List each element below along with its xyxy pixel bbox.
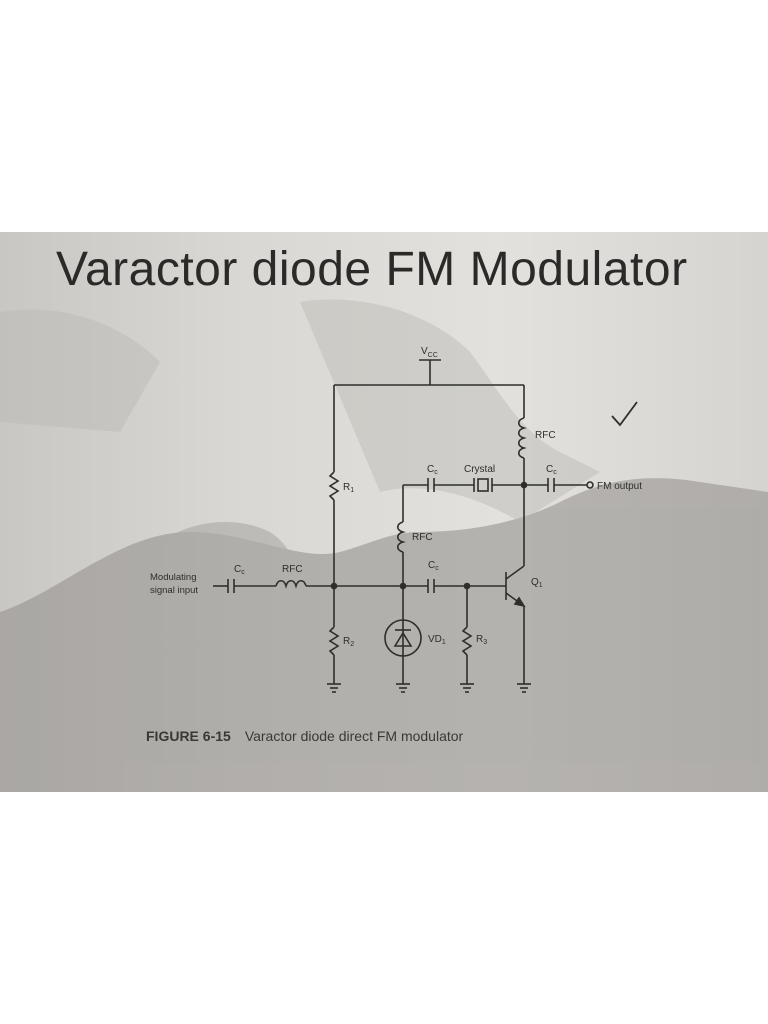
page-title: Varactor diode FM Modulator [56, 243, 688, 296]
cc-mid-label: Cc [427, 464, 438, 476]
figure-number: FIGURE 6-15 [146, 728, 231, 744]
circuit-diagram: VCC RFC Cc Crystal Cc FM output R1 RFC C… [0, 299, 768, 792]
inductor-rfc-in [275, 579, 307, 589]
resistor-r2 [328, 626, 340, 656]
rfc-in-label: RFC [282, 564, 303, 575]
inductor-rfc-top [517, 417, 527, 459]
rfc-mid-label: RFC [412, 532, 433, 543]
crystal-label: Crystal [464, 464, 495, 475]
modulating-label-2: signal input [150, 585, 198, 596]
r1-label: R1 [343, 482, 354, 494]
vd1-label: VD1 [428, 634, 446, 646]
light-shadow [0, 299, 600, 522]
figure-caption-text: Varactor diode direct FM modulator [244, 728, 464, 744]
r3-label: R3 [476, 634, 487, 646]
inductor-rfc-mid [396, 521, 406, 553]
hand-shadow [0, 478, 768, 792]
vcc-label: VCC [421, 346, 438, 359]
r2-label: R2 [343, 636, 354, 648]
cc-out-label: Cc [546, 464, 557, 476]
transistor-collector [505, 565, 525, 580]
fm-output-label: FM output [597, 481, 642, 492]
checkmark-mark [611, 401, 638, 427]
resistor-r3 [461, 626, 473, 656]
modulating-label-1: Modulating [150, 572, 196, 583]
junction-left [330, 582, 338, 590]
crystal-body [477, 478, 489, 492]
resistor-r1 [328, 471, 340, 501]
output-terminal [586, 481, 594, 489]
figure-caption: FIGURE 6-15 Varactor diode direct FM modu… [146, 728, 463, 744]
slide-photo: Varactor diode FM Modulator [0, 232, 768, 792]
transistor-emitter-arrow [513, 596, 526, 608]
rfc-top-label: RFC [535, 430, 556, 441]
cc-in-label: Cc [234, 564, 245, 576]
q1-label: Q1 [531, 577, 543, 589]
cc-base-label: Cc [428, 560, 439, 572]
